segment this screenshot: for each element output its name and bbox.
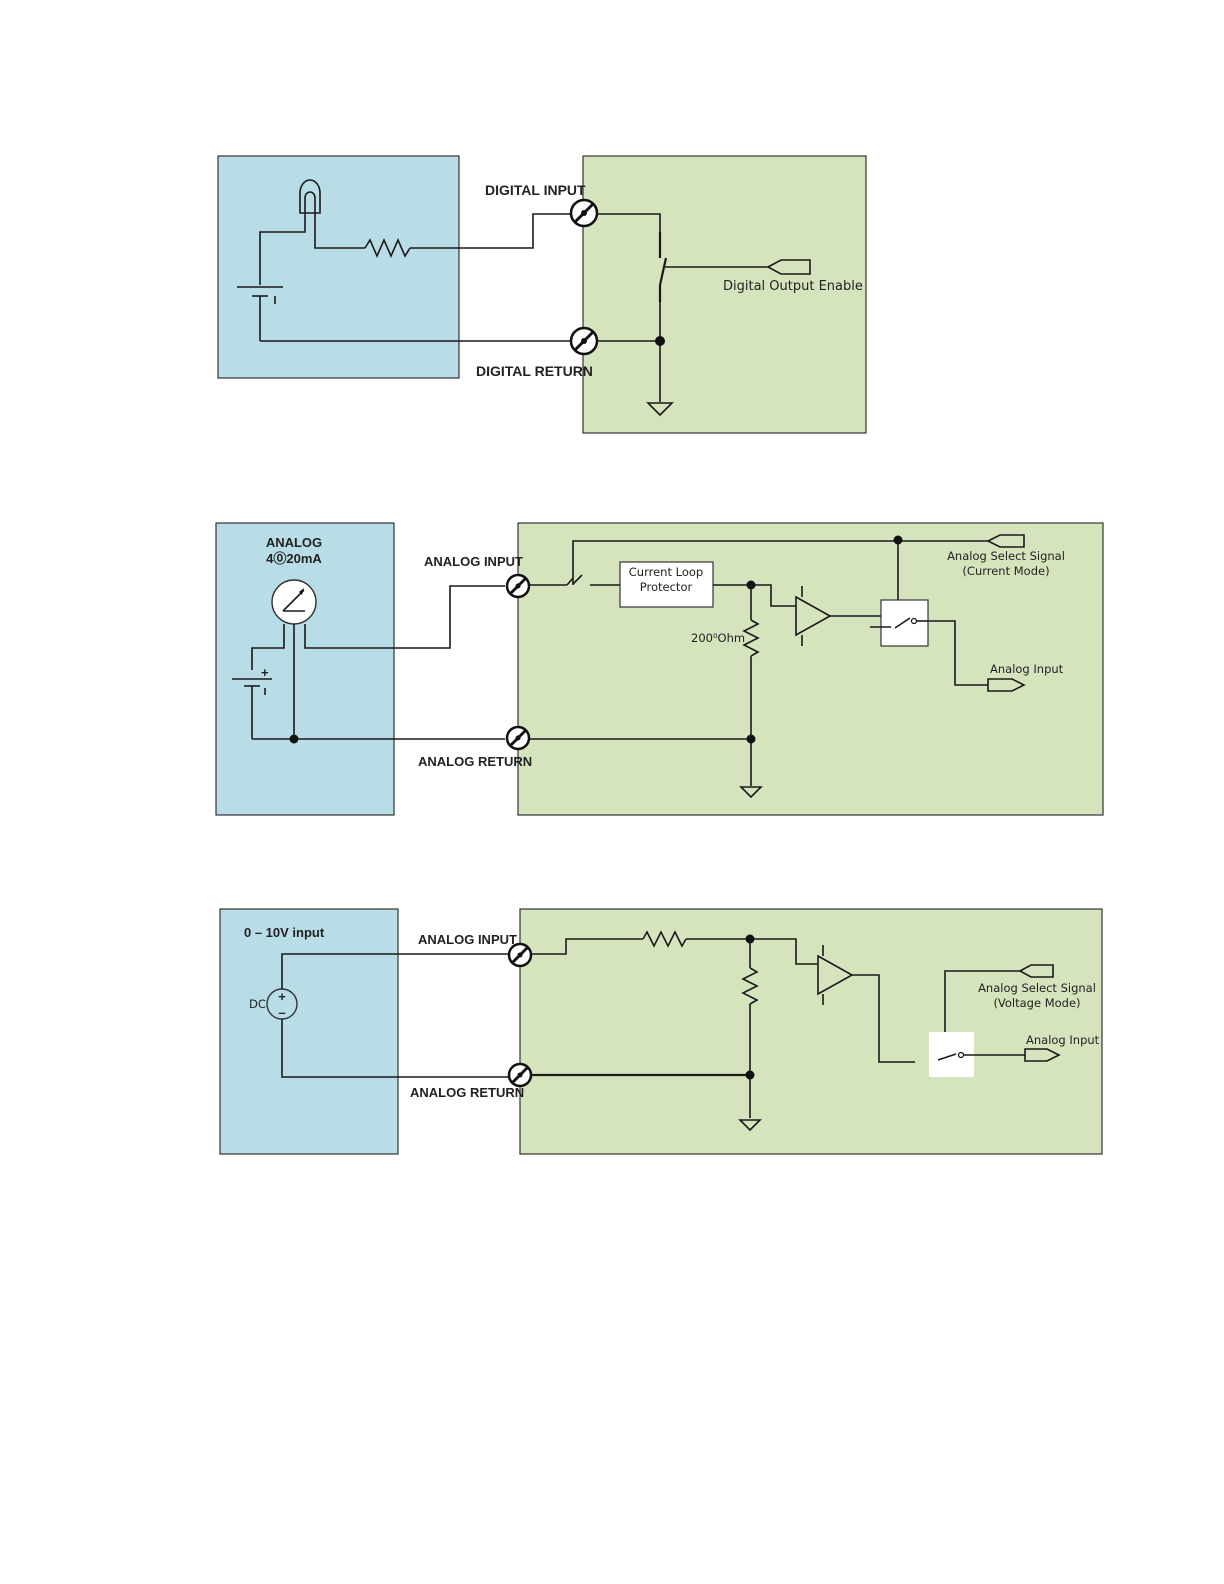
voltage-source-label: 0 – 10V input: [244, 925, 325, 940]
analog-range-label: 4⓪20mA: [266, 551, 322, 566]
analog-return-terminal-icon: [509, 1064, 531, 1086]
junction-dot: [746, 1071, 755, 1080]
external-device-panel: [220, 909, 398, 1154]
external-device-panel: [216, 523, 394, 815]
controller-panel: [583, 156, 866, 433]
analog-input-terminal-icon: [509, 944, 531, 966]
digital-input-terminal-icon: [571, 200, 597, 226]
select-signal-mode-label: (Current Mode): [962, 564, 1049, 578]
digital-return-label: DIGITAL RETURN: [476, 363, 593, 379]
controller-panel: [520, 909, 1102, 1154]
source-minus-label: –: [278, 1005, 285, 1020]
current-meter-icon: [272, 580, 316, 624]
junction-dot: [290, 735, 299, 744]
junction-dot: [747, 735, 756, 744]
current-loop-wiring-diagram: ANALOG 4⓪20mA +: [216, 523, 1103, 815]
external-device-panel: [218, 156, 459, 378]
digital-return-terminal-icon: [571, 328, 597, 354]
analog-input-label: ANALOG INPUT: [424, 554, 523, 569]
protector-label-line2: Protector: [640, 580, 693, 594]
analog-return-label: ANALOG RETURN: [418, 754, 532, 769]
voltage-input-wiring-diagram: 0 – 10V input + – DC: [220, 909, 1102, 1154]
analog-return-terminal-icon: [507, 727, 529, 749]
source-plus-label: +: [278, 989, 286, 1004]
dc-label: DC: [249, 997, 266, 1011]
analog-input-terminal-icon: [507, 575, 529, 597]
junction-dot: [655, 336, 665, 346]
battery-plus-label: +: [261, 665, 269, 680]
select-signal-label: Analog Select Signal: [978, 981, 1096, 995]
analog-return-label: ANALOG RETURN: [410, 1085, 524, 1100]
analog-output-label: Analog Input: [1026, 1033, 1100, 1047]
output-enable-label: Digital Output Enable: [723, 279, 863, 294]
digital-wiring-diagram: DIGITAL INPUT DIGITAL RETURN Digital Out…: [218, 156, 866, 433]
analog-input-label: ANALOG INPUT: [418, 932, 517, 947]
analog-source-label: ANALOG: [266, 535, 322, 550]
digital-input-label: DIGITAL INPUT: [485, 182, 586, 198]
protector-label: Current Loop: [629, 565, 703, 579]
resistor-value-label: 200⁰Ohm: [691, 631, 745, 645]
analog-output-label: Analog Input: [990, 662, 1064, 676]
select-signal-mode-label: (Voltage Mode): [993, 996, 1080, 1010]
select-signal-label: Analog Select Signal: [947, 549, 1065, 563]
